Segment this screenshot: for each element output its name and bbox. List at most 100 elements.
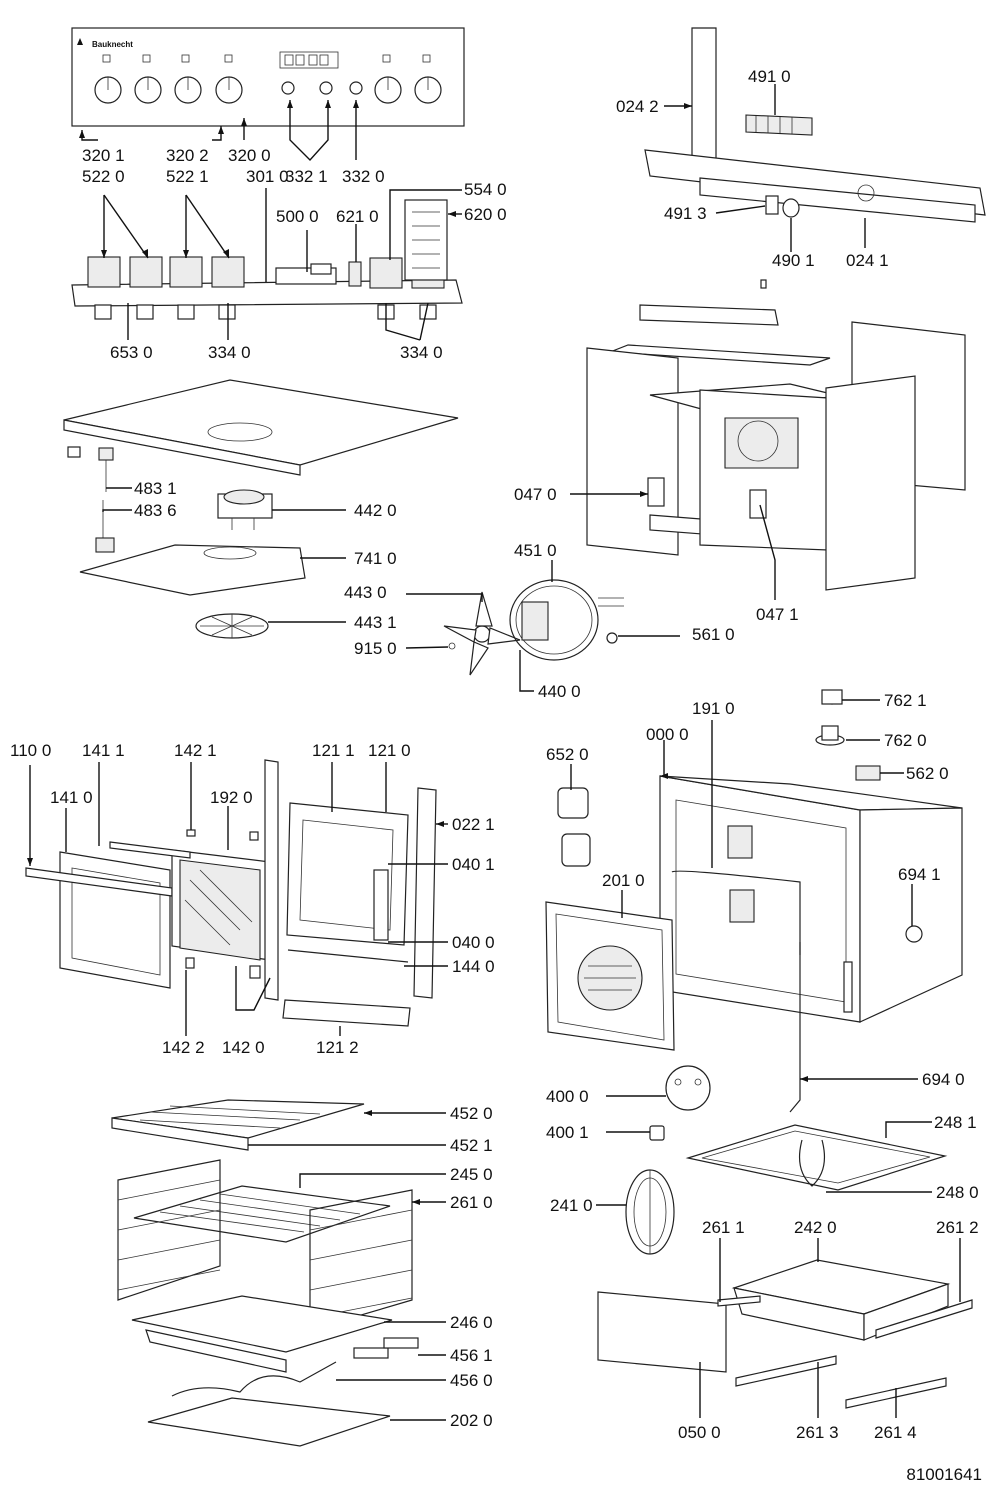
part-label-4831: 483 1 bbox=[134, 479, 177, 498]
part-label-6940: 694 0 bbox=[922, 1070, 965, 1089]
part-label-3201: 320 1 bbox=[82, 146, 125, 165]
part-label-2612: 261 2 bbox=[936, 1218, 979, 1237]
part-label-6530: 653 0 bbox=[110, 343, 153, 362]
drawer-assembly bbox=[597, 1259, 973, 1409]
part-label-0000: 000 0 bbox=[646, 725, 689, 744]
part-label-5610: 561 0 bbox=[692, 625, 735, 644]
part-label-0500: 050 0 bbox=[678, 1423, 721, 1442]
part-label-0242: 024 2 bbox=[616, 97, 659, 116]
lamp-and-thermostat-parts bbox=[815, 689, 881, 781]
part-label-4913: 491 3 bbox=[664, 204, 707, 223]
cavity-bracket-assembly bbox=[644, 27, 986, 289]
part-label-1440: 144 0 bbox=[452, 957, 495, 976]
part-label-4000: 400 0 bbox=[546, 1087, 589, 1106]
part-label-6520: 652 0 bbox=[546, 745, 589, 764]
top-cover-plate bbox=[63, 379, 459, 476]
part-label-4510: 451 0 bbox=[514, 541, 557, 560]
lamp-covers bbox=[557, 787, 591, 867]
part-label-2610: 261 0 bbox=[450, 1193, 493, 1212]
fan-motor bbox=[217, 489, 273, 530]
part-label-4430: 443 0 bbox=[344, 583, 387, 602]
part-label-4901: 490 1 bbox=[772, 251, 815, 270]
part-label-1420: 142 0 bbox=[222, 1038, 265, 1057]
accessory-leaders bbox=[248, 1112, 446, 1421]
part-label-1210: 121 0 bbox=[368, 741, 411, 760]
part-label-1411: 141 1 bbox=[82, 741, 125, 760]
control-panel-leaders bbox=[81, 100, 462, 341]
part-label-4910: 491 0 bbox=[748, 67, 791, 86]
part-label-1421: 142 1 bbox=[174, 741, 217, 760]
control-knobs bbox=[94, 76, 442, 104]
brand-logo: Bauknecht bbox=[92, 40, 133, 49]
part-label-5620: 562 0 bbox=[906, 764, 949, 783]
part-label-1211: 121 1 bbox=[312, 741, 355, 760]
part-label-5540: 554 0 bbox=[464, 180, 507, 199]
insulation-plate bbox=[79, 544, 306, 596]
part-label-1422: 142 2 bbox=[162, 1038, 205, 1057]
part-label-3320: 332 0 bbox=[342, 167, 385, 186]
part-label-2410: 241 0 bbox=[550, 1196, 593, 1215]
lower-heating-element bbox=[171, 1337, 419, 1397]
part-label-0241: 024 1 bbox=[846, 251, 889, 270]
part-label-3321: 332 1 bbox=[285, 167, 328, 186]
part-label-2020: 202 0 bbox=[450, 1411, 493, 1430]
part-label-4001: 400 1 bbox=[546, 1123, 589, 1142]
part-label-1410: 141 0 bbox=[50, 788, 93, 807]
oven-back-panel bbox=[545, 901, 675, 1051]
circular-heating-element bbox=[509, 579, 624, 661]
part-label-6210: 621 0 bbox=[336, 207, 379, 226]
part-label-9150: 915 0 bbox=[354, 639, 397, 658]
part-label-2614: 261 4 bbox=[874, 1423, 917, 1442]
part-label-7621: 762 1 bbox=[884, 691, 927, 710]
part-label-0470: 047 0 bbox=[514, 485, 557, 504]
part-label-0401: 040 1 bbox=[452, 855, 495, 874]
part-label-2010: 201 0 bbox=[602, 871, 645, 890]
oven-door-assembly bbox=[25, 759, 437, 1027]
convection-fan-blade bbox=[443, 591, 521, 676]
part-label-4400: 440 0 bbox=[538, 682, 581, 701]
grill-tray bbox=[111, 1099, 365, 1151]
part-label-2450: 245 0 bbox=[450, 1165, 493, 1184]
part-label-0471: 047 1 bbox=[756, 605, 799, 624]
part-label-3200: 320 0 bbox=[228, 146, 271, 165]
part-label-5220: 522 0 bbox=[82, 167, 125, 186]
part-label-4561: 456 1 bbox=[450, 1346, 493, 1365]
bottom-cover-plate bbox=[147, 1397, 391, 1447]
cavity-leaders bbox=[570, 699, 961, 1418]
control-panel-fascia: Bauknecht bbox=[71, 27, 465, 127]
top-section-leaders bbox=[102, 487, 680, 692]
oven-housing-leaders bbox=[570, 493, 776, 600]
part-label-4836: 483 6 bbox=[134, 501, 177, 520]
oven-cavity bbox=[659, 775, 963, 1023]
rotisserie-parts bbox=[625, 1124, 948, 1255]
oven-housing-exploded bbox=[586, 304, 966, 591]
drawing-number: 81001641 bbox=[906, 1465, 982, 1484]
part-label-1910: 191 0 bbox=[692, 699, 735, 718]
cavity-bracket-leaders bbox=[664, 84, 866, 252]
part-label-4560: 456 0 bbox=[450, 1371, 493, 1390]
part-label-3340b: 334 0 bbox=[400, 343, 443, 362]
part-label-1212: 121 2 bbox=[316, 1038, 359, 1057]
switch-board-assembly bbox=[71, 199, 463, 320]
baking-tray bbox=[131, 1295, 393, 1373]
part-label-0400: 040 0 bbox=[452, 933, 495, 952]
leader-arrowheads bbox=[27, 100, 808, 1205]
part-label-2611: 261 1 bbox=[702, 1218, 745, 1237]
part-label-3340a: 334 0 bbox=[208, 343, 251, 362]
part-label-2480: 248 0 bbox=[936, 1183, 979, 1202]
part-label-2613: 261 3 bbox=[796, 1423, 839, 1442]
part-label-5000: 500 0 bbox=[276, 207, 319, 226]
part-label-1100: 110 0 bbox=[10, 741, 51, 760]
part-label-2420: 242 0 bbox=[794, 1218, 837, 1237]
fan-cover-and-sensor bbox=[649, 942, 801, 1141]
part-label-4431: 443 1 bbox=[354, 613, 397, 632]
part-label-2460: 246 0 bbox=[450, 1313, 493, 1332]
cooling-fan-impeller bbox=[195, 613, 269, 639]
part-label-6941: 694 1 bbox=[898, 865, 941, 884]
part-label-7410: 741 0 bbox=[354, 549, 397, 568]
part-label-3202: 320 2 bbox=[166, 146, 209, 165]
part-label-6200: 620 0 bbox=[464, 205, 507, 224]
part-label-2481: 248 1 bbox=[934, 1113, 977, 1132]
